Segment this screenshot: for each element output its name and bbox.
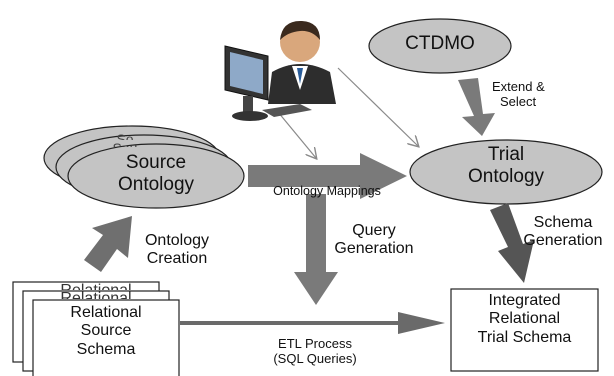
- source-ontology-stack-peek: So Sou: [95, 131, 155, 147]
- etl-process-label: ETL Process (SQL Queries): [250, 336, 380, 367]
- schema-generation-arrow: [490, 203, 534, 283]
- integrated-schema-line-3: Trial Schema: [477, 328, 572, 346]
- source-ontology-line-1: Source: [125, 152, 187, 173]
- query-generation-line-2: Generation: [334, 240, 414, 258]
- integrated-schema-line-2: Relational: [488, 310, 561, 328]
- stack-peek-line-1: So: [116, 131, 134, 140]
- etl-process-line-2: (SQL Queries): [273, 350, 357, 366]
- relational-schema-line-3: Schema: [76, 340, 136, 358]
- etl-process-line-1: ETL Process: [278, 336, 352, 351]
- integrated-schema-label: Integrated Relational Trial Schema: [451, 292, 598, 347]
- extend-select-line-2: Select: [500, 93, 537, 109]
- relational-schema-label: Relational Source Schema: [33, 304, 179, 359]
- extend-select-line-1: Extend &: [492, 79, 545, 94]
- schema-generation-line-2: Generation: [523, 232, 603, 250]
- ontology-creation-arrow: [84, 216, 132, 272]
- ontology-creation-line-2: Creation: [146, 250, 208, 268]
- ontology-mappings-arrow: [248, 153, 407, 199]
- stack-peek-line-2: Sou: [95, 140, 155, 147]
- relational-doc-front: [32, 299, 180, 376]
- source-ontology-line-2: Ontology: [117, 173, 195, 195]
- user-to-mappings-thin-arrow: [277, 111, 316, 158]
- ontology-creation-label: Ontology Creation: [132, 232, 222, 269]
- ontology-creation-line-1: Ontology: [144, 232, 210, 249]
- extend-select-arrow: [458, 78, 495, 136]
- user-to-trial-thin-arrow: [337, 67, 418, 146]
- trial-ontology-line-2: Ontology: [467, 165, 545, 187]
- user-at-computer-icon: [224, 20, 336, 121]
- trial-ontology-line-1: Trial: [487, 144, 525, 165]
- relational-schema-line-2: Source: [80, 322, 132, 340]
- query-generation-label: Query Generation: [326, 222, 422, 259]
- ctdmo-ellipse: [368, 18, 512, 74]
- integrated-schema-box: [450, 288, 599, 372]
- integrated-schema-line-1: Integrated: [488, 292, 561, 309]
- source-ontology-label: Source Ontology: [90, 152, 222, 196]
- relational-stack-peek: Relational Relational: [36, 282, 156, 299]
- etl-process-arrow: [180, 312, 445, 334]
- query-generation-arrow: [294, 194, 338, 305]
- schema-generation-line-1: Schema: [533, 214, 593, 231]
- query-generation-line-1: Query: [352, 222, 396, 239]
- trial-ontology-label: Trial Ontology: [440, 144, 572, 188]
- relational-peek-line-1: Relational: [36, 282, 156, 290]
- schema-generation-label: Schema Generation: [516, 214, 610, 251]
- relational-peek-line-2: Relational: [60, 290, 132, 299]
- extend-select-label: Extend & Select: [492, 79, 572, 110]
- relational-schema-line-1: Relational: [70, 304, 142, 321]
- ontology-mappings-label: Ontology Mappings: [273, 184, 381, 198]
- source-ontology-ellipse: [67, 143, 245, 209]
- ctdmo-label: CTDMO: [405, 33, 475, 54]
